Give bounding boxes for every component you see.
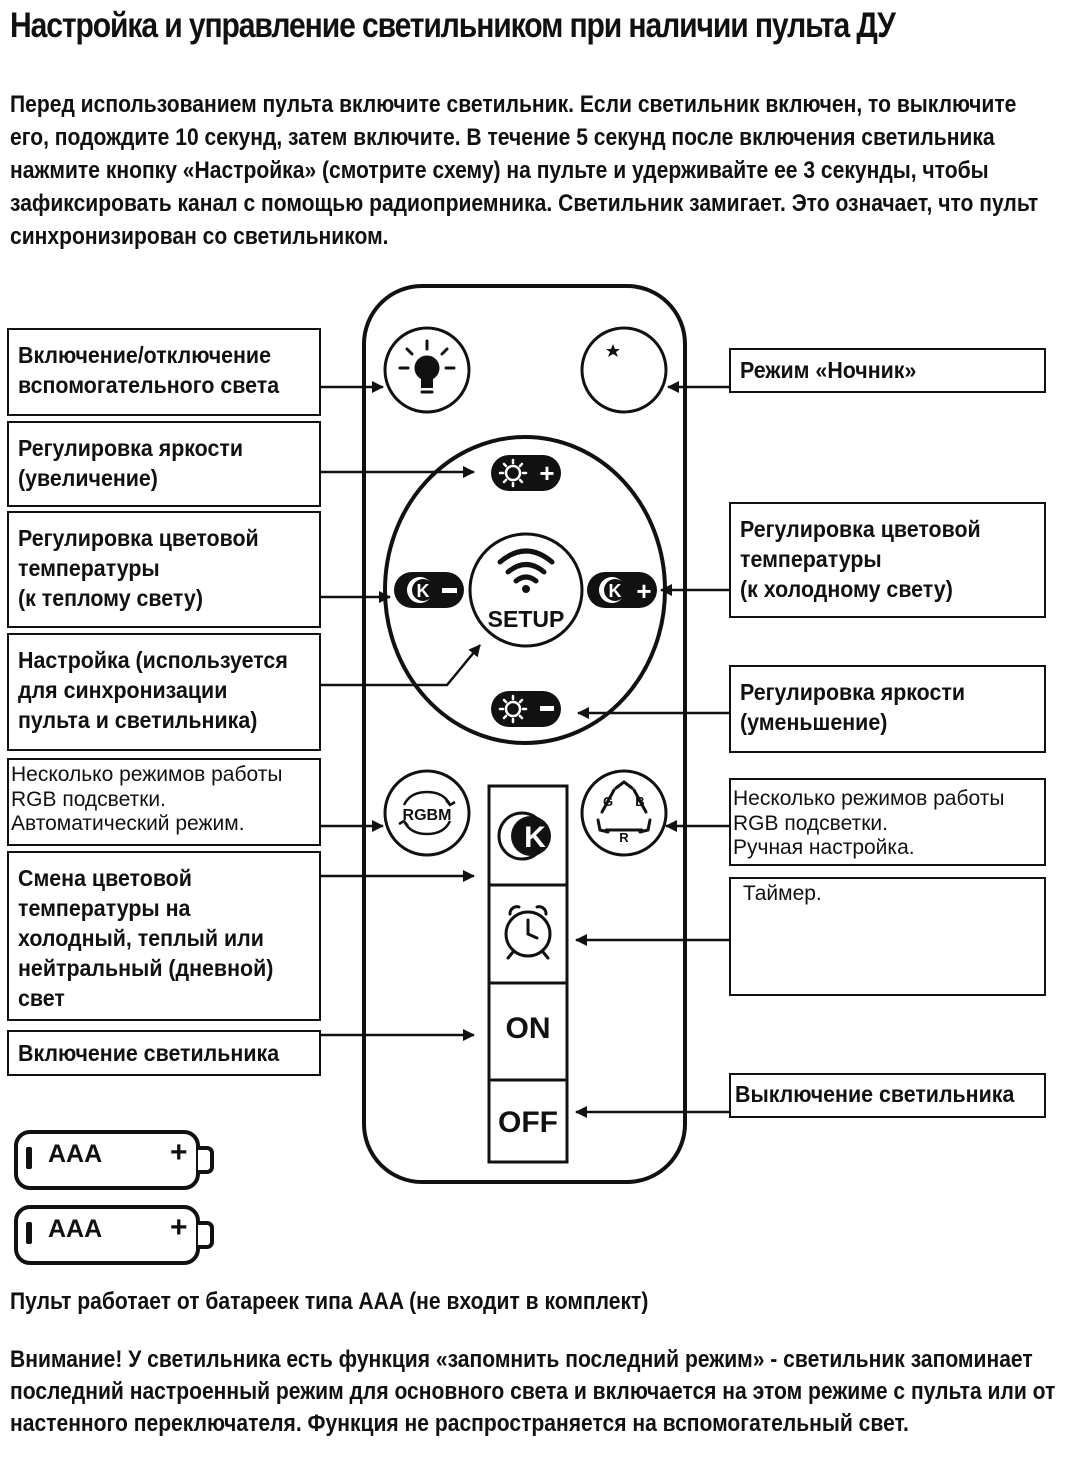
intro-text: Перед использованием пульта включите све… — [10, 91, 1039, 250]
minus-terminal-icon — [26, 1222, 32, 1244]
aux-light-button[interactable] — [383, 326, 471, 414]
plus-icon: + — [636, 576, 651, 606]
brightness-up-button[interactable]: + — [491, 455, 561, 491]
rgb-cycle-icon — [398, 790, 456, 836]
battery-1: AAA + — [14, 1130, 214, 1190]
warning-text: Внимание! У светильника есть функция «за… — [10, 1346, 1056, 1437]
rgb-letter-r: R — [619, 830, 629, 845]
rgb-letter-g: G — [603, 794, 613, 809]
plus-icon: + — [539, 458, 554, 488]
off-button[interactable]: OFF — [498, 1106, 558, 1139]
label-brightness-up: Регулировка яркости(увеличение) — [7, 421, 321, 507]
brightness-down-button[interactable] — [491, 691, 561, 727]
minus-terminal-icon — [26, 1147, 32, 1169]
bulb-icon — [398, 339, 456, 394]
on-button[interactable]: ON — [506, 1012, 551, 1045]
rgb-label: RGBM — [403, 807, 452, 824]
color-temp-cold-button[interactable]: K + — [587, 572, 657, 608]
alarm-clock-icon — [504, 905, 552, 960]
k-icon: K — [417, 581, 430, 601]
k-icon: K — [524, 821, 546, 854]
recycle-icon — [596, 780, 652, 834]
battery-2: AAA + — [14, 1205, 214, 1265]
star-icon — [606, 344, 620, 357]
color-temp-switch-button[interactable]: K — [497, 811, 551, 861]
timer-button[interactable] — [504, 905, 552, 960]
wifi-icon — [497, 548, 555, 584]
label-timer: Таймер. — [729, 877, 1046, 996]
battery-note: Пульт работает от батареек типа AAA (не … — [10, 1288, 649, 1315]
rgb-auto-button[interactable]: RGBM — [383, 769, 471, 857]
rgb-letter-b: B — [635, 794, 644, 809]
sun-icon — [498, 458, 528, 488]
minus-icon — [540, 706, 554, 711]
sun-icon — [498, 694, 528, 724]
label-night-mode: Режим «Ночник» — [729, 348, 1046, 393]
color-temp-warm-button[interactable]: K — [394, 572, 464, 608]
connector-arrows — [321, 381, 729, 1118]
plus-icon: + — [170, 1211, 188, 1244]
rgb-manual-button[interactable]: G B R — [580, 769, 668, 857]
setup-button[interactable]: SETUP — [468, 532, 584, 648]
plus-icon: + — [170, 1136, 188, 1169]
label-on: Включение светильника — [7, 1030, 321, 1076]
button-column: K ON OFF — [487, 784, 569, 1164]
night-mode-button[interactable] — [580, 326, 668, 414]
setup-label: SETUP — [488, 606, 565, 632]
minus-icon — [442, 588, 457, 593]
label-brightness-down: Регулировка яркости(уменьшение) — [729, 665, 1046, 753]
k-icon: K — [609, 581, 622, 601]
page-title: Настройка и управление светильником при … — [10, 6, 896, 45]
label-off: Выключение светильника — [729, 1073, 1046, 1118]
